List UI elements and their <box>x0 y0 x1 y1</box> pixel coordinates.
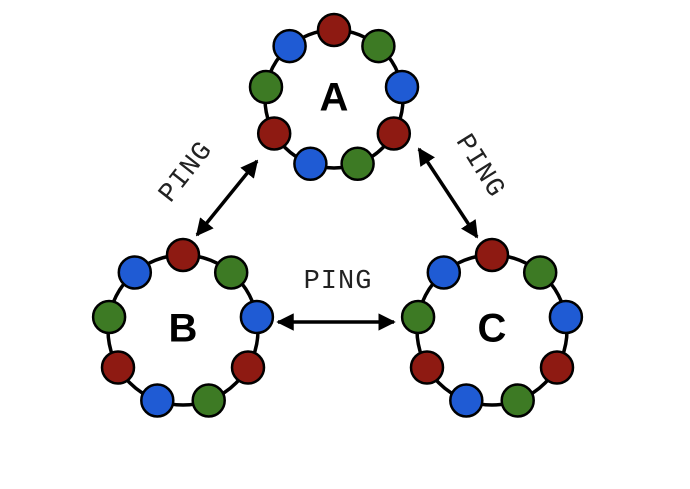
ring-b-node-red <box>230 350 266 385</box>
ring-c: C <box>400 237 584 418</box>
ring-c-node-red <box>409 350 445 385</box>
ring-c-node-blue <box>548 299 584 335</box>
ring-a-node-green <box>248 69 284 105</box>
ring-b-node-green <box>213 255 249 290</box>
ring-c-node-green <box>522 255 558 290</box>
link-b-c: PING <box>276 267 396 331</box>
ring-b-node-blue <box>239 299 275 335</box>
ring-b: B <box>91 237 275 418</box>
ring-b-node-green <box>91 299 127 335</box>
link-b-c-label: PING <box>304 267 373 297</box>
ring-c-node-blue <box>426 255 462 290</box>
ring-c-node-blue <box>449 383 484 418</box>
ring-a-node-blue <box>272 28 307 64</box>
ring-c-nodes <box>400 237 584 418</box>
link-a-c-label: PING <box>448 129 510 203</box>
ring-c-node-green <box>400 299 436 335</box>
ring-b-node-red <box>165 237 201 273</box>
ring-b-nodes <box>91 237 275 418</box>
ring-c-node-red <box>539 350 575 385</box>
ring-a-nodes <box>248 12 420 182</box>
ring-b-node-green <box>191 383 226 418</box>
ring-c-label: C <box>478 307 507 351</box>
ring-a-node-red <box>316 12 352 48</box>
ring-b-node-blue <box>140 383 175 418</box>
ring-a-node-green <box>361 28 396 64</box>
ring-c-node-red <box>474 237 510 273</box>
ring-b-node-blue <box>117 255 153 290</box>
link-a-c-arrow <box>417 147 479 239</box>
link-a-b-arrow <box>195 159 259 237</box>
ring-c-node-green <box>500 383 535 418</box>
ring-b-node-red <box>100 350 136 385</box>
ring-a-node-red <box>256 116 292 151</box>
link-a-c: PING <box>417 129 510 239</box>
ring-a-label: A <box>320 76 349 120</box>
link-a-b-label: PING <box>154 136 220 209</box>
link-a-b: PING <box>154 136 259 237</box>
ring-b-label: B <box>169 307 198 351</box>
ring-a: A <box>248 12 420 182</box>
ring-a-node-blue <box>293 146 328 182</box>
ring-a-node-green <box>340 146 375 182</box>
ring-a-node-blue <box>384 69 420 105</box>
ring-a-node-red <box>376 116 412 151</box>
